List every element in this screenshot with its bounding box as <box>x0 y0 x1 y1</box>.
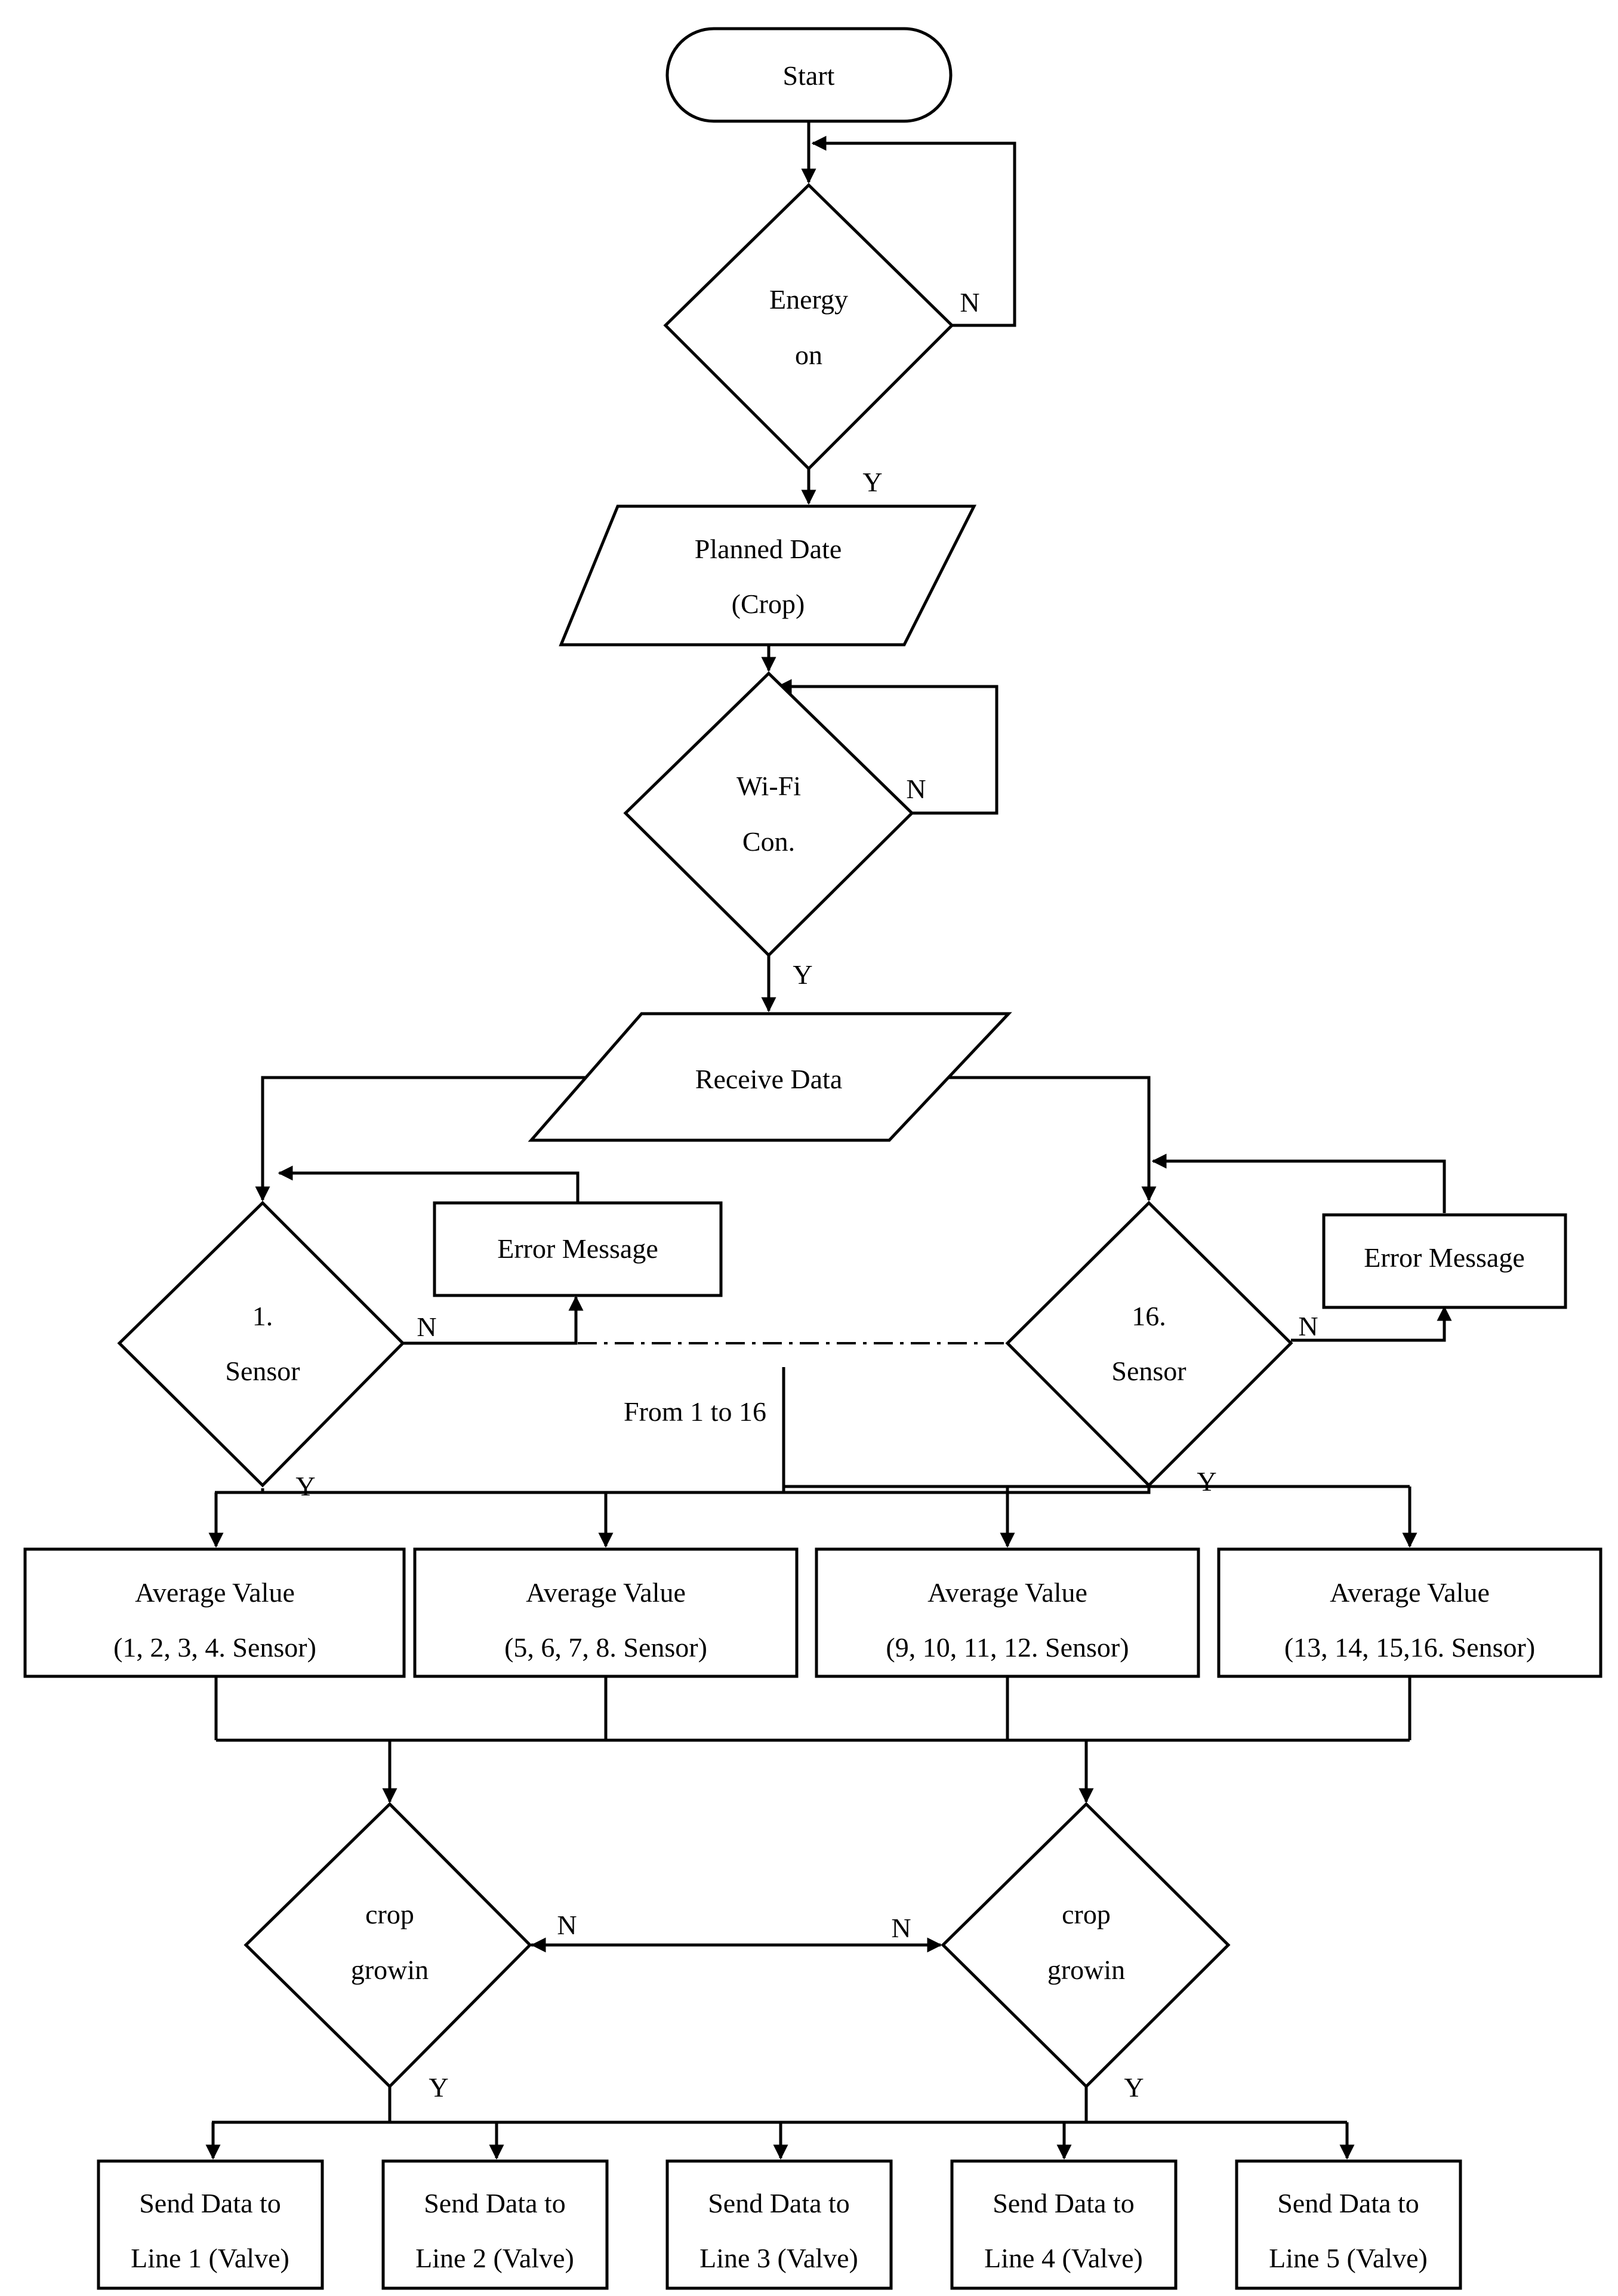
average-3-line1: Average Value <box>927 1577 1087 1608</box>
send-data-line-4: Send Data to Line 4 (Valve) <box>950 2159 1178 2290</box>
crop-right-no-label: N <box>891 1913 911 1943</box>
error-message-left: Error Message <box>433 1201 723 1297</box>
sensor1-yes-label: Y <box>295 1471 315 1501</box>
wifi-no-label: N <box>906 774 926 804</box>
wifi-label-line1: Wi-Fi <box>736 771 801 801</box>
crop-left-line2: growin <box>351 1955 429 1985</box>
crop-right-decision: crop growin N Y <box>891 1802 1231 2103</box>
average-4-line2: (13, 14, 15,16. Sensor) <box>1284 1632 1535 1663</box>
crop-left-decision: crop growin N Y <box>244 1802 577 2103</box>
average-value-3: Average Value (9, 10, 11, 12. Sensor) <box>815 1547 1200 1678</box>
send-4-line2: Line 4 (Valve) <box>984 2243 1143 2273</box>
average-1-line2: (1, 2, 3, 4. Sensor) <box>113 1632 316 1663</box>
energy-label-line2: on <box>795 340 822 370</box>
arrow-sensor1-no-to-error <box>403 1295 584 1345</box>
send-3-line1: Send Data to <box>708 2188 850 2218</box>
planned-label-line2: (Crop) <box>732 589 805 619</box>
error-left-label: Error Message <box>497 1233 658 1264</box>
sensor16-label-line2: Sensor <box>1111 1356 1186 1386</box>
send-data-line-1: Send Data to Line 1 (Valve) <box>97 2159 324 2290</box>
energy-no-label: N <box>960 287 979 318</box>
send-3-line2: Line 3 (Valve) <box>699 2243 858 2273</box>
send-data-line-2: Send Data to Line 2 (Valve) <box>381 2159 609 2290</box>
sensor16-label-line1: 16. <box>1132 1301 1166 1331</box>
average-value-1: Average Value (1, 2, 3, 4. Sensor) <box>23 1547 406 1678</box>
crop-right-line1: crop <box>1062 1899 1111 1929</box>
send-2-line2: Line 2 (Valve) <box>415 2243 574 2273</box>
sensor1-label-line2: Sensor <box>225 1356 300 1386</box>
crop-left-no-label: N <box>557 1910 577 1940</box>
send-1-line1: Send Data to <box>139 2188 281 2218</box>
wifi-label-line2: Con. <box>742 826 795 857</box>
arrow-error-back-to-sensor16 <box>1151 1153 1446 1213</box>
sensor1-no-label: N <box>417 1312 436 1342</box>
sensor16-yes-label: Y <box>1197 1466 1216 1497</box>
loop-wifi-no <box>776 679 998 815</box>
send-data-line-3: Send Data to Line 3 (Valve) <box>665 2159 893 2290</box>
send-1-line2: Line 1 (Valve) <box>131 2243 289 2273</box>
connectors <box>205 122 1452 2160</box>
arrow-receive-to-sensor1 <box>255 1076 588 1202</box>
receive-label: Receive Data <box>695 1064 842 1094</box>
error-message-right: Error Message <box>1322 1213 1567 1309</box>
average-value-4: Average Value (13, 14, 15,16. Sensor) <box>1217 1547 1602 1678</box>
send-2-line1: Send Data to <box>424 2188 566 2218</box>
send-5-line2: Line 5 (Valve) <box>1269 2243 1428 2273</box>
planned-date-input: Planned Date (Crop) <box>559 504 977 647</box>
loop-energy-no <box>811 136 1016 327</box>
sensor-1-decision: 1. Sensor N Y <box>117 1201 437 1501</box>
sensor1-label-line1: 1. <box>252 1301 273 1331</box>
send-4-line1: Send Data to <box>993 2188 1135 2218</box>
range-note: From 1 to 16 <box>624 1396 766 1427</box>
arrow-error-back-to-sensor1 <box>278 1165 580 1203</box>
send-data-line-5: Send Data to Line 5 (Valve) <box>1235 2159 1462 2290</box>
average-value-2: Average Value (5, 6, 7, 8. Sensor) <box>413 1547 799 1678</box>
average-4-line1: Average Value <box>1330 1577 1490 1608</box>
planned-label-line1: Planned Date <box>695 534 842 564</box>
crop-left-line1: crop <box>365 1899 414 1929</box>
error-right-label: Error Message <box>1364 1242 1525 1273</box>
crop-right-line2: growin <box>1047 1955 1125 1985</box>
sensor-16-decision: 16. Sensor N Y <box>1005 1201 1318 1497</box>
sensor16-no-label: N <box>1298 1311 1318 1341</box>
energy-label-line1: Energy <box>769 284 848 315</box>
arrow-sensor16-no-to-error <box>1291 1306 1452 1342</box>
arrow-receive-to-sensor16 <box>949 1076 1157 1202</box>
receive-data-input: Receive Data <box>528 1012 1012 1142</box>
energy-yes-label: Y <box>862 467 882 497</box>
send-5-line1: Send Data to <box>1277 2188 1419 2218</box>
wifi-decision: Wi-Fi Con. N Y <box>623 671 926 990</box>
average-2-line2: (5, 6, 7, 8. Sensor) <box>504 1632 707 1663</box>
average-1-line1: Average Value <box>135 1577 295 1608</box>
average-2-line1: Average Value <box>526 1577 686 1608</box>
wifi-yes-label: Y <box>793 959 812 990</box>
start-label: Start <box>783 60 835 91</box>
crop-right-yes-label: Y <box>1124 2072 1144 2103</box>
energy-decision: Energy on N Y <box>663 183 980 497</box>
average-3-line2: (9, 10, 11, 12. Sensor) <box>886 1632 1129 1663</box>
start-terminator: Start <box>665 27 953 123</box>
crop-left-yes-label: Y <box>429 2072 448 2103</box>
